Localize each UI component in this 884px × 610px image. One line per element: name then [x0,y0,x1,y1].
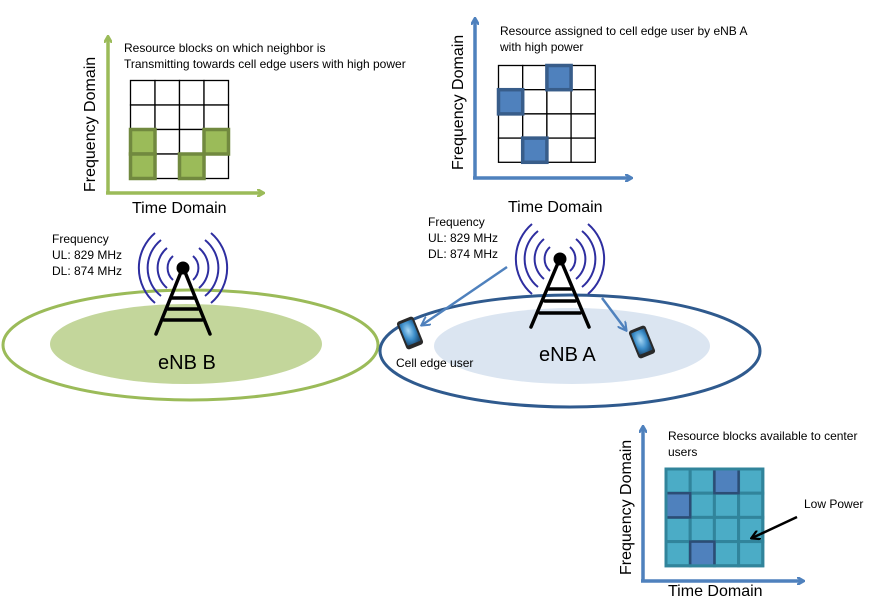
resource-block [154,153,181,180]
resource-block [570,113,596,139]
resource-block-highlighted [664,491,692,519]
resource-block-highlighted [177,152,206,181]
neighbor-axes [106,38,262,193]
resource-block [664,467,692,495]
neighbor-caption-line2: Transmitting towards cell edge users wit… [124,57,406,71]
resource-block [154,104,181,131]
resource-block [664,540,692,568]
center-caption-line2: users [668,445,698,459]
resource-block [522,89,548,115]
resource-block [570,137,596,163]
resource-block [688,491,716,519]
resource-block [546,113,572,139]
resource-block [688,515,716,544]
neighbor-resource-grid [128,79,231,181]
center-time-axis-label: Time Domain [668,583,763,600]
resource-block [522,113,548,139]
enb-a-edge-caption-line1: Resource assigned to cell edge user by e… [500,24,748,38]
resource-block [570,64,596,91]
enb-b-frequency-title: Frequency [52,232,109,246]
enb-a-edge-axes [473,20,630,178]
center-caption-line1: Resource blocks available to center [668,429,858,443]
resource-block [570,89,596,115]
enb-b-tower-icon [137,232,229,336]
enb-b-downlink-frequency: DL: 874 MHz [52,264,123,278]
resource-block-highlighted [202,127,231,156]
resource-block [712,491,741,519]
resource-block [129,79,156,106]
resource-block [546,137,572,163]
resource-block-highlighted [713,467,740,495]
resource-block-highlighted [128,152,157,181]
neighbor-caption-line1: Resource blocks on which neighbor is [124,41,326,55]
enb-a-uplink-frequency: UL: 829 MHz [428,231,499,245]
neighbor-time-axis-label: Time Domain [132,200,227,217]
resource-block [178,128,205,155]
center-axes [641,428,802,581]
resource-block-highlighted [520,136,549,165]
resource-block-highlighted [545,63,573,92]
resource-block [737,540,765,568]
resource-block [203,104,230,131]
resource-block [712,540,741,568]
enb-a-tower-icon [514,223,606,329]
neighbor-frequency-axis-label: Frequency Domain [82,56,99,192]
edge-user-label: Cell edge user [396,356,474,370]
enb-b-label: eNB B [158,352,216,374]
resource-block [178,79,205,106]
resource-block [712,515,741,544]
edge-user-link-arrow [422,265,508,325]
low-power-arrow [752,515,798,538]
resource-block [737,515,765,544]
center-user-smartphone-icon[interactable] [628,325,656,360]
resource-block [154,79,181,106]
enb-b-uplink-frequency: UL: 829 MHz [52,248,123,262]
resource-block-highlighted [496,87,525,116]
enb-a-edge-time-axis-label: Time Domain [508,199,603,216]
enb-a-downlink-frequency: DL: 874 MHz [428,247,499,261]
enb-a-edge-resource-grid [496,63,596,165]
resource-block [497,64,524,91]
resource-block [737,467,765,495]
resource-block [129,104,156,131]
edge-user-smartphone-icon[interactable] [396,316,424,351]
resource-block [203,79,230,106]
resource-block [546,89,572,115]
resource-block [154,128,181,155]
resource-block [497,113,524,139]
cell-enb-b [1,288,380,402]
grid-frame [664,467,765,568]
center-user-link-arrow [601,297,626,330]
resource-block [664,515,692,544]
enb-b-inner-coverage [50,304,322,384]
low-power-label: Low Power [804,497,864,511]
resource-block-highlighted [688,540,716,568]
resource-block [497,137,524,163]
resource-block [522,64,548,91]
resource-block-highlighted [128,127,157,156]
enb-a-frequency-title: Frequency [428,215,485,229]
resource-block [688,467,716,495]
resource-block [178,104,205,131]
center-resource-grid [664,467,765,568]
enb-a-label: eNB A [539,344,596,366]
resource-block [203,153,230,180]
center-frequency-axis-label: Frequency Domain [618,439,635,575]
resource-block [737,491,765,519]
enb-a-edge-frequency-axis-label: Frequency Domain [450,34,467,170]
enb-a-edge-caption-line2: with high power [500,40,584,54]
